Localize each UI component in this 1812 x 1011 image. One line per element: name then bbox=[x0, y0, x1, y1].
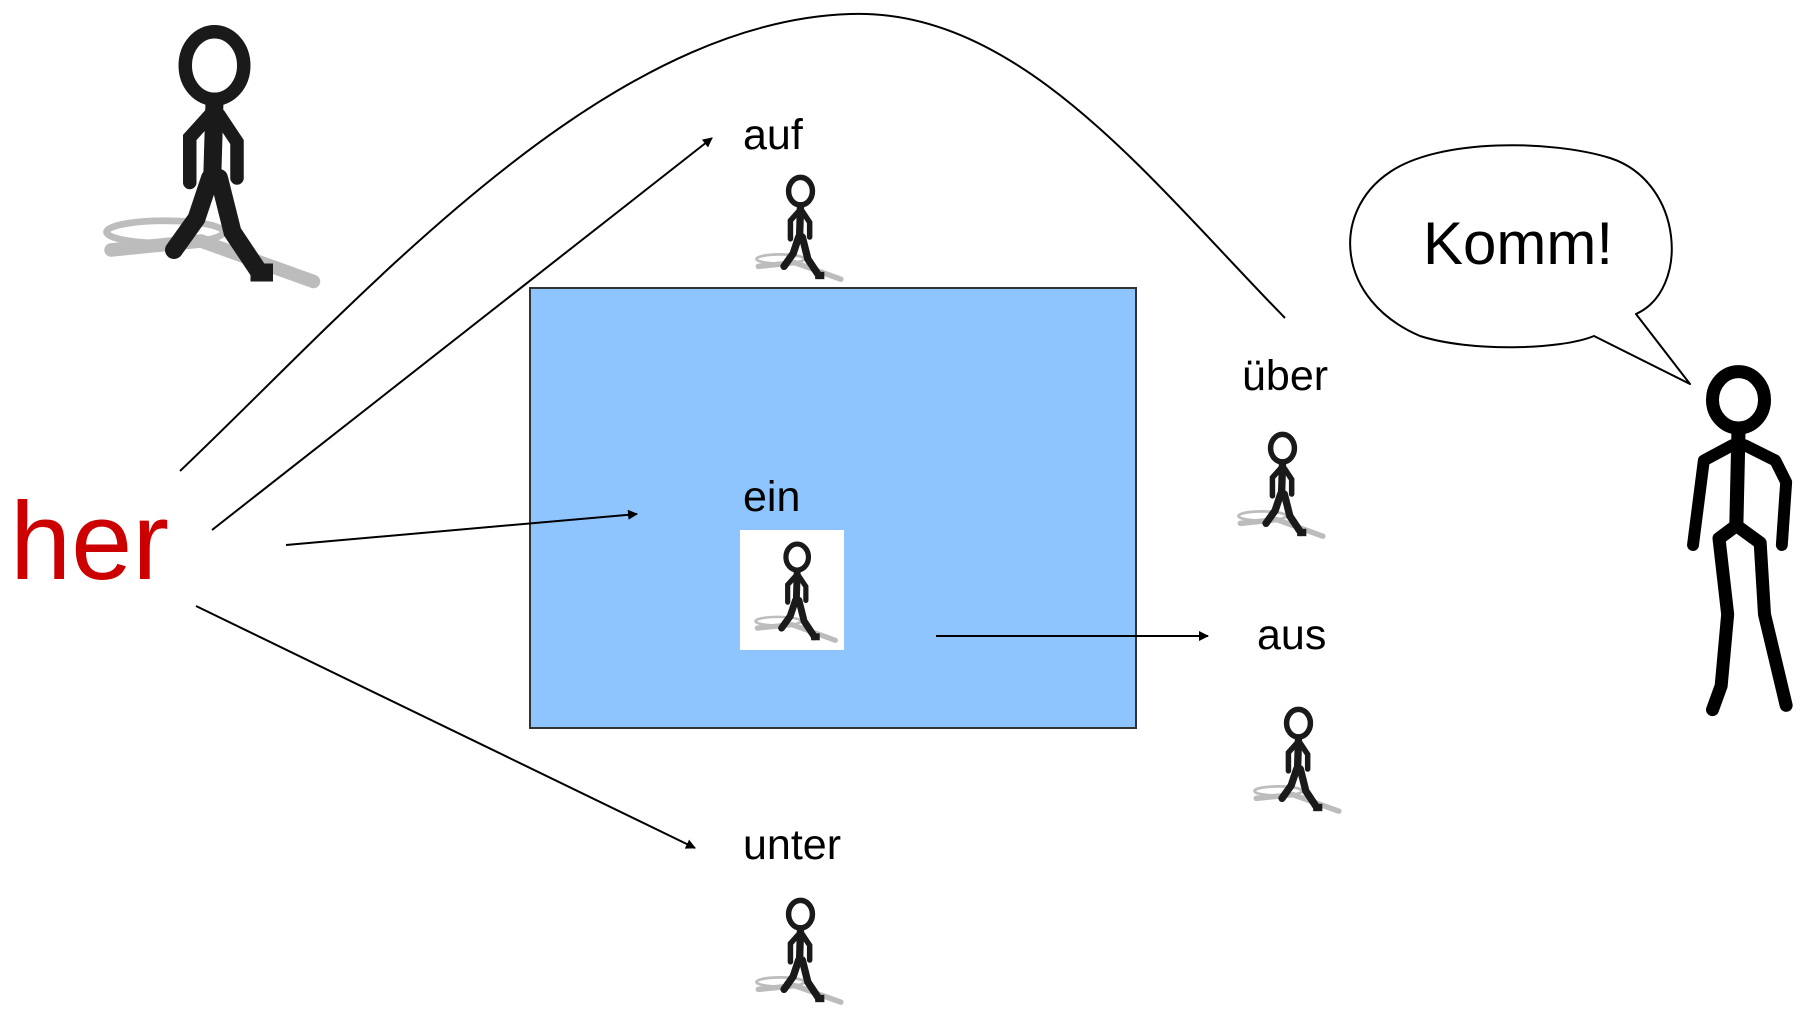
walker-ueber-icon bbox=[1239, 434, 1323, 536]
label-ein: ein bbox=[743, 473, 801, 521]
label-ueber: über bbox=[1242, 352, 1329, 400]
arrow-unter bbox=[195, 605, 696, 849]
label-unter: unter bbox=[743, 821, 842, 869]
speech-text: Komm! bbox=[1423, 210, 1614, 277]
room-box bbox=[529, 287, 1137, 729]
arrow-auf bbox=[211, 137, 713, 531]
walker-unter-icon bbox=[757, 900, 841, 1002]
arc-ueber bbox=[179, 12, 1286, 472]
label-aus: aus bbox=[1257, 611, 1327, 659]
walker-aus-icon bbox=[1255, 709, 1339, 811]
caller-figure-icon bbox=[1693, 372, 1786, 710]
speech-bubble bbox=[1349, 144, 1691, 385]
walker-ein-icon bbox=[740, 530, 844, 650]
label-auf: auf bbox=[743, 111, 803, 159]
walker-auf-icon bbox=[757, 177, 841, 279]
arrow-ein bbox=[285, 509, 638, 546]
walker-large-icon bbox=[58, 0, 330, 300]
main-word-her: her bbox=[10, 480, 169, 603]
